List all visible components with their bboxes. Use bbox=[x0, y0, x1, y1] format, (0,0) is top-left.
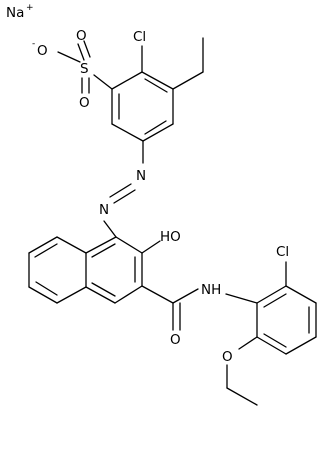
sulfur-label: S bbox=[80, 61, 89, 77]
bond bbox=[285, 285, 317, 304]
bond bbox=[172, 288, 199, 304]
sodium-label: Na bbox=[6, 5, 24, 21]
bond bbox=[56, 286, 87, 304]
bond bbox=[85, 286, 116, 304]
bond bbox=[263, 293, 287, 308]
amide-nitrogen-label: NH bbox=[201, 282, 221, 298]
chlorine-aryl-label: Cl bbox=[276, 244, 289, 260]
oxygen-lower-label: O bbox=[79, 95, 90, 111]
bond bbox=[111, 71, 143, 90]
sulfonate-oxygen-label: O bbox=[37, 43, 48, 59]
azo-nitrogen-b-label: N bbox=[99, 202, 109, 218]
bond bbox=[111, 123, 144, 142]
bond bbox=[35, 281, 58, 296]
amide-oxygen-label: O bbox=[170, 332, 181, 348]
bond bbox=[141, 285, 174, 304]
hydroxyl-label: HO bbox=[160, 229, 181, 245]
bond bbox=[256, 285, 287, 304]
bond bbox=[91, 243, 116, 258]
bond bbox=[113, 189, 136, 204]
bond bbox=[28, 236, 58, 254]
bond bbox=[142, 123, 174, 142]
bond bbox=[144, 120, 167, 135]
bond bbox=[77, 43, 85, 61]
bond bbox=[238, 336, 258, 350]
bond bbox=[57, 51, 81, 63]
bond bbox=[256, 336, 287, 355]
sodium-charge: + bbox=[26, 3, 34, 13]
bond bbox=[83, 40, 91, 58]
bond bbox=[172, 71, 204, 90]
bond bbox=[263, 333, 287, 348]
bond bbox=[34, 243, 58, 258]
bond bbox=[28, 286, 58, 304]
bond bbox=[115, 236, 143, 254]
bond bbox=[141, 71, 174, 90]
bond bbox=[103, 220, 117, 238]
atom-labels: Na + - O O S O Cl N N HO NH O Cl O bbox=[6, 3, 289, 365]
azo-nitrogen-a-label: N bbox=[136, 168, 146, 184]
bond bbox=[226, 387, 258, 406]
bond bbox=[225, 293, 258, 304]
ether-oxygen-label: O bbox=[222, 349, 233, 365]
bonds bbox=[28, 37, 317, 406]
bond bbox=[93, 74, 113, 90]
bond bbox=[285, 336, 317, 355]
chlorine-top-label: Cl bbox=[133, 29, 146, 45]
bond bbox=[141, 240, 161, 254]
bond bbox=[85, 236, 117, 254]
bond bbox=[144, 78, 168, 93]
bond bbox=[56, 236, 87, 254]
bond bbox=[109, 183, 132, 198]
bond bbox=[114, 285, 143, 304]
bond bbox=[91, 282, 116, 297]
oxygen-upper-label: O bbox=[76, 28, 87, 44]
sulfonate-oxygen-charge: - bbox=[32, 39, 35, 49]
